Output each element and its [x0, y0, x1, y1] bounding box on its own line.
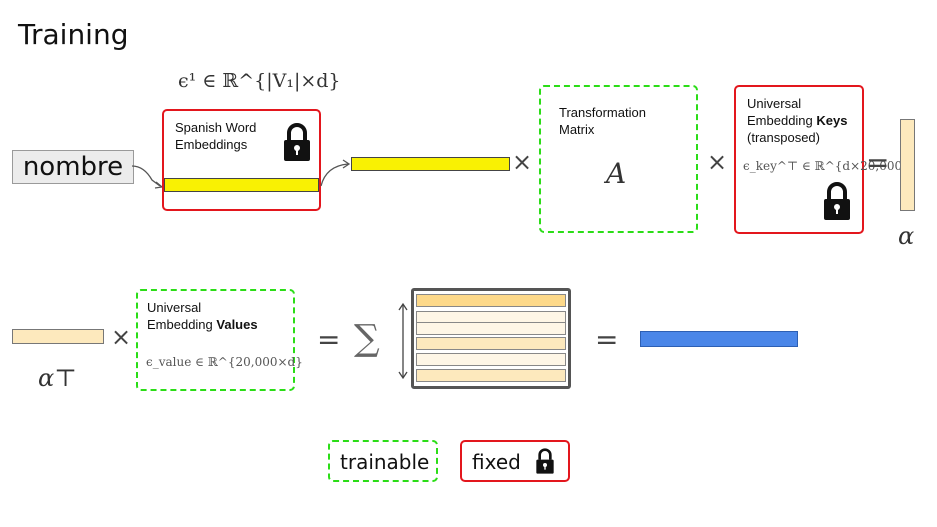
equals-operator: = — [317, 323, 341, 356]
matrix-row — [416, 369, 566, 382]
spanish-embeddings-label: Spanish Word Embeddings — [175, 120, 257, 152]
equals-operator: = — [866, 146, 890, 179]
alpha-vector — [900, 119, 915, 211]
alpha-transpose-vector — [12, 329, 104, 344]
times-operator: × — [512, 148, 533, 176]
embedding-values-math: ϵ_value ∈ ℝ^{20,000×d} — [146, 355, 303, 369]
embedding-values-box: Universal Embedding Values ϵ_value ∈ ℝ^{… — [136, 289, 303, 391]
alpha-symbol: α — [898, 222, 915, 250]
equals-operator: = — [595, 323, 619, 356]
lock-icon — [824, 182, 850, 220]
embedding-keys-math: ϵ_key^⊤ ∈ ℝ^{d×20,000} — [743, 159, 910, 173]
times-operator: × — [111, 323, 132, 351]
legend-fixed-label: fixed — [472, 450, 521, 474]
arrow-embedding-to-vector — [320, 159, 351, 187]
matrix-row — [416, 294, 566, 307]
vertical-double-arrow — [398, 302, 408, 380]
input-word-box: nombre — [12, 150, 134, 184]
lock-icon — [284, 123, 310, 161]
matrix-row — [416, 337, 566, 350]
matrix-row — [416, 353, 566, 366]
lock-icon — [536, 448, 554, 474]
spanish-embeddings-box: Spanish Word Embeddings — [162, 109, 321, 211]
matrix-row — [416, 322, 566, 335]
embedding-keys-box: Universal Embedding Keys (transposed) ϵ_… — [734, 85, 910, 234]
times-operator: × — [707, 148, 728, 176]
page-title: Training — [18, 18, 129, 51]
transformation-matrix-box: Transformation Matrix A — [539, 85, 698, 233]
transformation-symbol: A — [606, 157, 627, 190]
legend-trainable-label: trainable — [340, 450, 430, 474]
alpha-transpose-symbol: α⊤ — [38, 364, 77, 392]
embedding-values-label: Universal Embedding Values — [147, 300, 258, 332]
output-embedding-vector — [640, 331, 798, 347]
word-embedding-vector — [351, 157, 510, 171]
embedding-keys-label: Universal Embedding Keys (transposed) — [747, 96, 848, 145]
weighted-values-matrix — [411, 288, 571, 389]
transformation-matrix-label: Transformation Matrix — [559, 105, 646, 137]
legend-fixed: fixed — [460, 440, 570, 482]
legend-trainable: trainable — [328, 440, 438, 482]
selected-embedding-row — [164, 178, 319, 192]
sum-operator: ∑ — [354, 318, 380, 359]
spanish-embeddings-math: ϵ¹ ∈ ℝ^{|V₁|×d} — [178, 70, 341, 92]
